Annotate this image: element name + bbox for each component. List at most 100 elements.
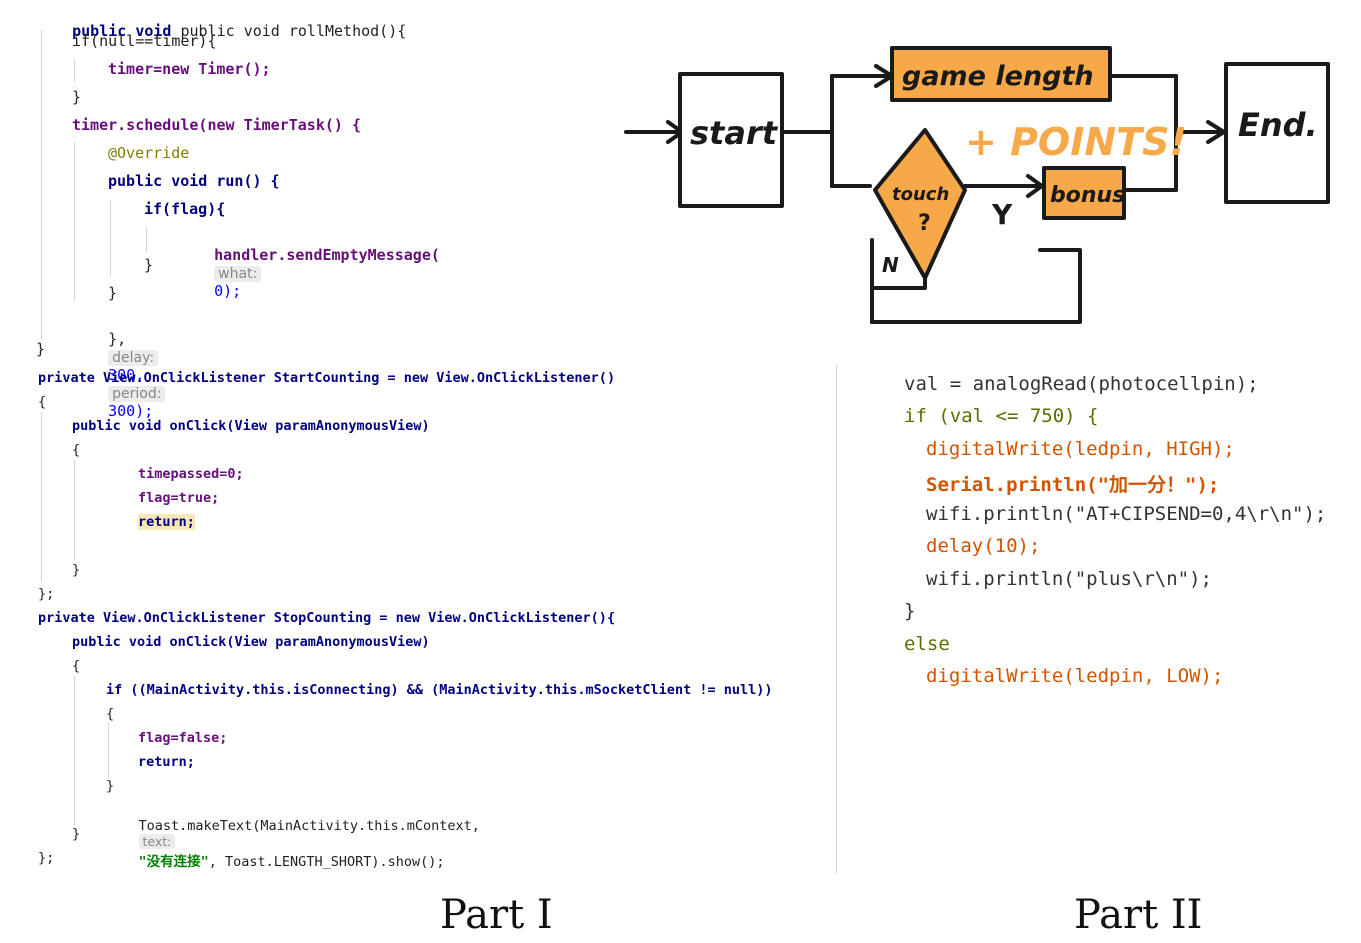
code-line: if (val <= 750) { [904,405,1098,427]
indent-guide [74,676,75,826]
code-line: if ((MainActivity.this.isConnecting) && … [106,682,772,698]
code-line: timepassed=0; [138,466,244,482]
code-text: { [106,706,115,722]
code-line: { [72,658,80,674]
code-text: if(flag){ [144,200,226,218]
code-text: timepassed=0; [138,466,244,482]
code-line: } [108,284,117,302]
code-text: flag=false; [138,730,228,746]
code-text: public void onClick(View paramAnonymousV… [72,418,430,434]
code-line: digitalWrite(ledpin, HIGH); [926,438,1235,460]
code-line: if(flag){ [144,200,225,218]
code-text: } [904,600,916,622]
code-text: @Override [108,144,190,162]
code-line: private View.OnClickListener StopCountin… [38,610,615,626]
code-text: }; [38,586,55,602]
code-text: timer.schedule(new TimerTask() { [72,116,361,134]
indent-guide [41,30,42,340]
game-length-label: game length [902,61,1094,92]
code-line: val = analogRead(photocellpin); [904,373,1259,395]
code-line: } [36,340,45,358]
code-line: wifi.println("AT+CIPSEND=0,4\r\n"); [926,503,1326,525]
code-line: timer.schedule(new TimerTask() { [72,116,361,134]
code-line: delay(10); [926,535,1040,557]
caption-part-2: Part II [1074,892,1203,938]
code-text: 300, [108,366,145,384]
code-text: }; [38,850,55,866]
code-line: }, delay: 300, period: 300); [72,312,166,438]
code-text: } [108,284,118,302]
indent-guide [110,200,111,276]
code-text: else [904,633,950,655]
code-line: { [72,442,80,458]
code-line: public void run() { [108,172,280,190]
code-line: } [144,256,153,274]
code-line: timer=new Timer(); [108,60,271,78]
code-line: } [106,778,114,794]
code-text: if(null==timer){ [72,32,217,50]
start-box [678,72,784,208]
indent-guide [74,460,75,560]
touch-label: touch [892,184,949,205]
code-line: @Override [108,144,189,162]
code-text: wifi.println("AT+CIPSEND=0,4\r\n"); [926,503,1327,525]
code-line: { [38,394,46,410]
param-hint: delay: [108,350,159,366]
code-text: 300); [108,402,154,420]
code-line: handler.sendEmptyMessage( what: 0); [178,228,440,318]
param-hint: what: [214,266,262,282]
code-text: handler.sendEmptyMessage( [214,246,440,264]
code-text: return; [138,754,195,770]
code-text: flag=true; [138,490,220,506]
code-line: }; [38,586,54,602]
code-text: Serial.println("加一分！"); [926,474,1220,496]
points-label: + POINTS! [965,120,1187,164]
caption-part-1: Part I [440,892,553,938]
code-line: flag=false; [138,730,227,746]
code-text: { [38,394,47,410]
bonus-label: bonus [1050,183,1125,208]
code-line: if(null==timer){ [72,32,217,50]
no-loop [870,238,927,290]
indent-guide [41,412,42,582]
code-text: public void run() { [108,172,280,190]
code-text: } [72,88,82,106]
bonus-box [1042,166,1126,220]
code-line: } [904,600,915,622]
code-line: flag=true; [138,490,219,506]
code-text: Toast.makeText(MainActivity.this.mContex… [138,818,480,834]
code-text: }, [108,330,127,348]
code-text: public void rollMethod(){ [180,22,407,40]
code-line: else [904,633,950,655]
code-line: digitalWrite(ledpin, LOW); [926,665,1223,687]
code-text: } [106,778,115,794]
connector [830,64,894,88]
no-label: N [882,253,899,277]
code-line: return; [138,514,195,530]
indent-guide [146,226,147,252]
code-text: 0); [214,282,242,300]
start-label: start [690,114,779,152]
question-label: ? [918,211,931,236]
code-string: "没有连接" [138,854,209,870]
code-line: Serial.println("加一分！"); [926,470,1219,497]
code-line: public void onClick(View paramAnonymousV… [72,418,430,434]
code-text: val = analogRead(photocellpin); [904,373,1259,395]
code-text: public void onClick(View paramAnonymousV… [72,634,430,650]
code-text: } [144,256,154,274]
code-line: private View.OnClickListener StartCounti… [38,370,615,386]
panel-divider [836,365,837,873]
param-hint: text: [138,834,176,849]
indent-guide [74,58,75,82]
param-hint: period: [108,386,166,402]
code-text: digitalWrite(ledpin, LOW); [926,665,1224,687]
code-line: } [72,562,80,578]
yes-label: Y [991,198,1013,231]
end-box [1224,62,1330,204]
code-text: } [72,562,81,578]
code-line: public void public void rollMethod(){ [72,22,407,40]
code-text: digitalWrite(ledpin, HIGH); [926,438,1235,460]
code-line: } [72,826,80,842]
code-text: private View.OnClickListener StartCounti… [38,370,616,386]
code-text: delay(10); [926,535,1041,557]
